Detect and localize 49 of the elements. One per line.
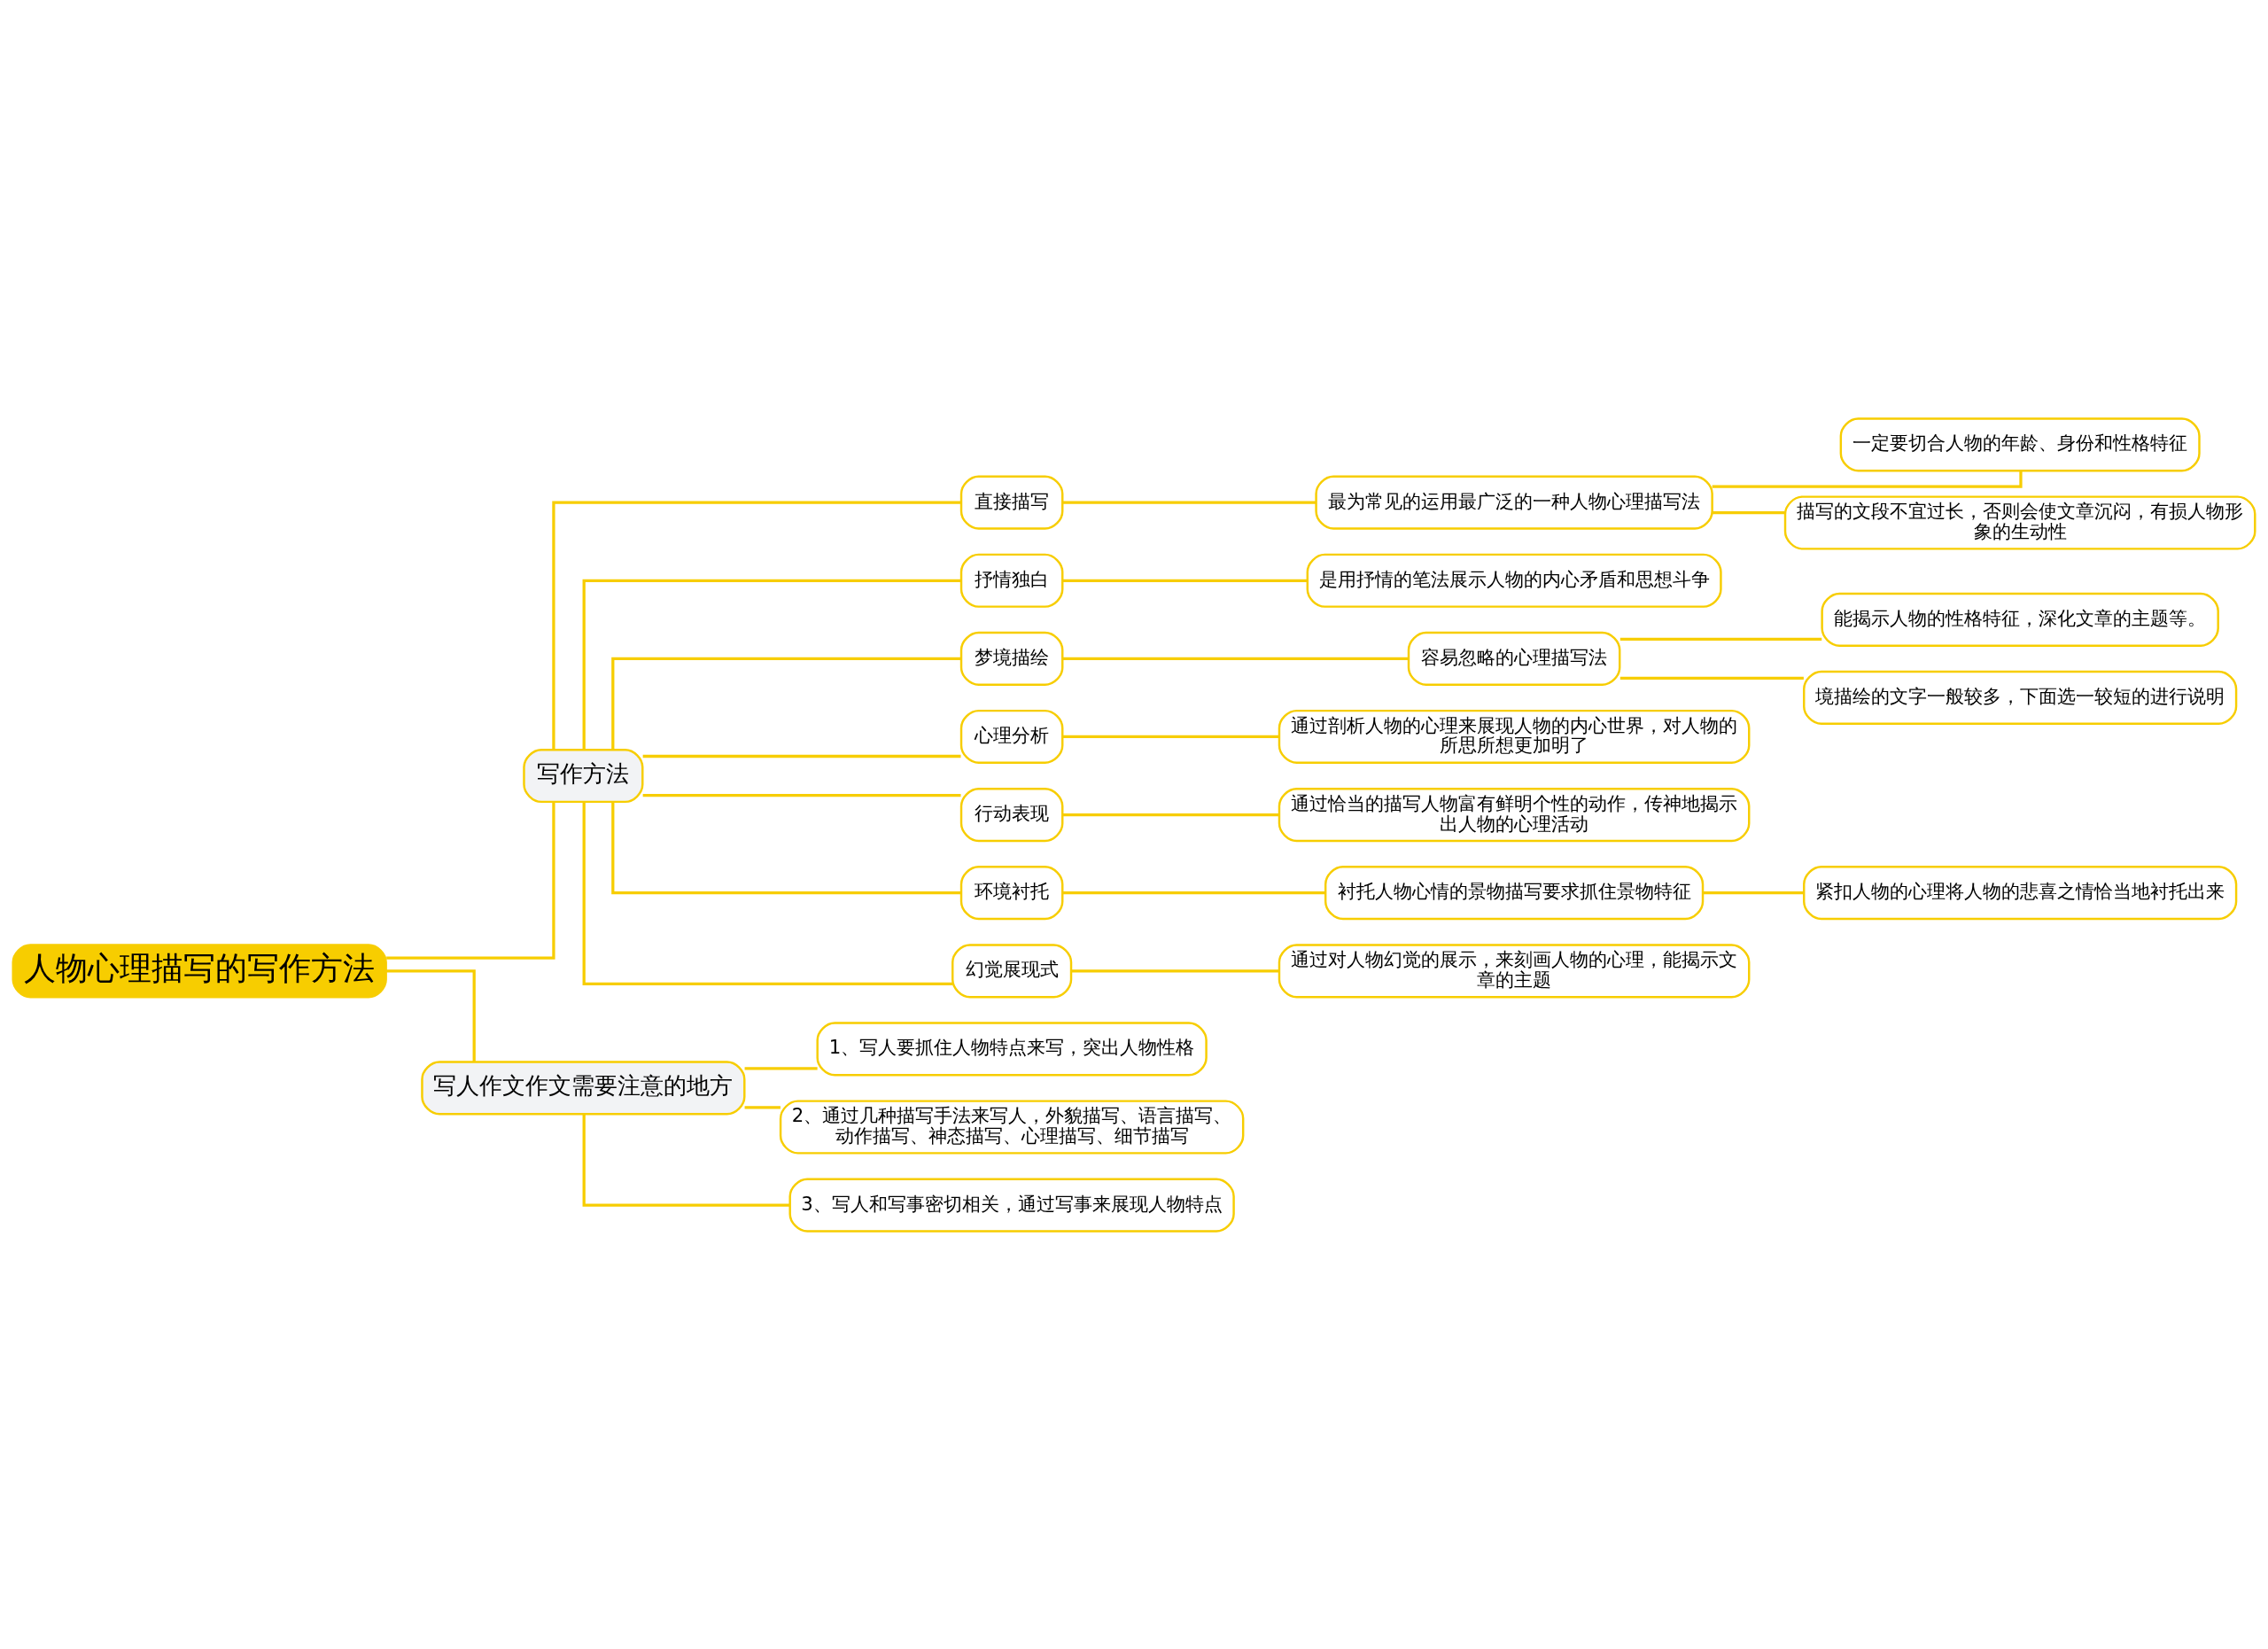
node-box: 通过对人物幻觉的展示，来刻画人物的心理，能揭示文章的主题: [1278, 943, 1751, 998]
node-box: 人物心理描写的写作方法: [12, 943, 387, 998]
connector: [1703, 891, 1805, 894]
connector: [1071, 968, 1279, 972]
connector: [582, 801, 952, 985]
node-box: 1、写人要抓住人物特点来写，突出人物性格: [816, 1021, 1208, 1076]
node-box: 是用抒情的笔法展示人物的内心矛盾和思想斗争: [1306, 553, 1722, 608]
connector: [1619, 676, 1804, 680]
connector: [642, 793, 961, 797]
node-box: 3、写人和写事密切相关，通过写事来展现人物特点: [788, 1178, 1235, 1233]
node-box: 一定要切合人物的年龄、身份和性格特征: [1839, 416, 2201, 471]
connector: [611, 802, 961, 894]
connector: [1712, 471, 2023, 488]
connector: [1712, 510, 1785, 514]
node-box: 环境衬托: [959, 865, 1064, 920]
node-box: 心理分析: [959, 709, 1064, 764]
node-box: 行动表现: [959, 787, 1064, 842]
connector: [744, 1105, 781, 1109]
connector: [386, 801, 555, 960]
node-box: 能揭示人物的性格特征，深化文章的主题等。: [1821, 592, 2219, 647]
node-box: 梦境描绘: [959, 631, 1064, 686]
node-box: 描写的文段不宜过长，否则会使文章沉闷，有损人物形象的生动性: [1783, 494, 2256, 550]
connector: [1062, 891, 1326, 894]
node-box: 2、通过几种描写手法来写人，外貌描写、语言描写、动作描写、神态描写、心理描写、细节描写: [779, 1099, 1245, 1155]
connector: [385, 968, 476, 1062]
node-box: 通过剖析人物的心理来展现人物的内心世界，对人物的所思所想更加明了: [1278, 709, 1751, 764]
connector: [552, 501, 961, 750]
node-box: 写人作文作文需要注意的地方: [421, 1060, 746, 1116]
node-box: 最为常见的运用最广泛的一种人物心理描写法: [1315, 475, 1713, 530]
node-box: 写作方法: [523, 748, 644, 803]
connector: [1062, 813, 1279, 816]
connector: [642, 754, 961, 758]
node-box: 容易忽略的心理描写法: [1407, 631, 1621, 686]
connector: [611, 657, 961, 750]
node-box: 衬托人物心情的景物描写要求抓住景物特征: [1324, 865, 1705, 920]
connector: [1062, 501, 1317, 504]
connector: [582, 579, 961, 750]
connector: [1062, 735, 1279, 738]
node-box: 抒情独白: [959, 553, 1064, 608]
node-box: 境描绘的文字一般较多，下面选一较短的进行说明: [1803, 670, 2238, 725]
node-box: 紧扣人物的心理将人物的悲喜之情恰当地衬托出来: [1803, 865, 2238, 920]
connector: [1062, 579, 1308, 582]
node-box: 直接描写: [959, 475, 1064, 530]
connector: [1062, 657, 1409, 660]
connector: [744, 1066, 818, 1070]
node-box: 通过恰当的描写人物富有鲜明个性的动作，传神地揭示出人物的心理活动: [1278, 787, 1751, 842]
node-box: 幻觉展现式: [951, 943, 1073, 998]
connector: [582, 1114, 790, 1207]
connector: [1619, 637, 1822, 641]
